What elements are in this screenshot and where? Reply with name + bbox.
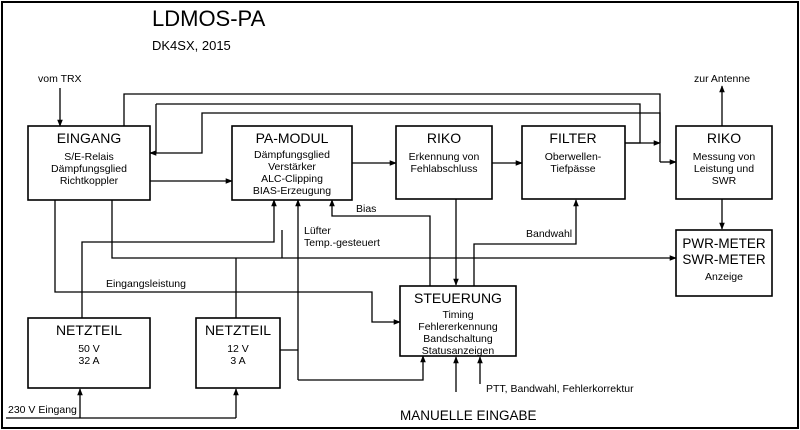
block-netzteil2-line: 12 V: [227, 343, 249, 355]
block-riko2-title: RIKO: [707, 130, 741, 146]
label-bandwahl: Bandwahl: [526, 228, 572, 240]
diagram-subtitle: DK4SX, 2015: [152, 38, 231, 53]
block-riko2-line: Messung von: [693, 151, 756, 163]
block-netzteil1-line: 50 V: [78, 343, 100, 355]
block-netzteil-50v: NETZTEIL 50 V 32 A: [27, 317, 151, 389]
block-eingang-line: S/E-Relais: [64, 151, 114, 163]
label-bias: Bias: [356, 203, 376, 215]
block-riko1-line: Fehlabschluss: [410, 163, 477, 175]
block-netzteil2-title: NETZTEIL: [205, 322, 271, 338]
block-meter-title: PWR-METER: [682, 236, 765, 251]
label-230v-eingang: 230 V Eingang: [8, 404, 77, 416]
block-meter: PWR-METER SWR-METER Anzeige: [675, 229, 773, 297]
block-filter-line: Oberwellen-: [545, 151, 602, 163]
label-zur-antenne: zur Antenne: [694, 73, 750, 85]
block-steuerung: STEUERUNG Timing Fehlererkennung Bandsch…: [399, 285, 517, 357]
block-pa-modul-line: Verstärker: [268, 161, 316, 173]
block-netzteil1-title: NETZTEIL: [56, 322, 122, 338]
wire-50v-pa: [81, 199, 277, 318]
block-netzteil2-line: 3 A: [230, 355, 245, 367]
label-luefter: Lüfter: [304, 225, 331, 237]
block-pa-modul-line: ALC-Clipping: [261, 173, 323, 185]
block-meter-title: SWR-METER: [682, 252, 765, 267]
block-eingang: EINGANG S/E-Relais Dämpfungsglied Richtk…: [27, 125, 151, 201]
block-eingang-line: Dämpfungsglied: [51, 163, 127, 175]
block-filter: FILTER Oberwellen- Tiefpässe: [521, 125, 626, 200]
block-pa-modul-line: BIAS-Erzeugung: [253, 185, 331, 197]
block-riko1-title: RIKO: [427, 130, 461, 146]
block-riko2-line: SWR: [712, 175, 737, 187]
block-steuerung-title: STEUERUNG: [414, 290, 502, 306]
connections: [6, 85, 725, 419]
block-steuerung-line: Timing: [442, 309, 473, 321]
block-riko-fehlabschluss: RIKO Erkennung von Fehlabschluss: [395, 125, 493, 200]
label-vom-trx: vom TRX: [38, 73, 82, 85]
diagram-title: LDMOS-PA: [152, 6, 266, 31]
wire-bias: [329, 199, 431, 286]
block-eingang-line: Richtkoppler: [60, 175, 119, 187]
block-riko1-line: Erkennung von: [409, 151, 480, 163]
block-riko-messung: RIKO Messung von Leistung und SWR: [675, 125, 773, 200]
block-eingang-title: EINGANG: [57, 130, 122, 146]
wire-eingangsleistung: [111, 200, 677, 261]
block-steuerung-line: Statusanzeigen: [422, 345, 495, 357]
block-pa-modul-title: PA-MODUL: [256, 130, 329, 146]
block-riko2-line: Leistung und: [694, 163, 754, 175]
block-meter-line: Anzeige: [705, 271, 743, 283]
block-netzteil1-line: 32 A: [78, 355, 99, 367]
label-eingangsleistung: Eingangsleistung: [106, 278, 186, 290]
block-pa-modul-line: Dämpfungsglied: [254, 149, 330, 161]
wire-eingang-steuerung: [54, 200, 401, 325]
block-filter-title: FILTER: [549, 130, 596, 146]
wire-12v-steuerung: [298, 355, 426, 381]
wire-loop-back-eingang: [149, 104, 157, 156]
block-netzteil-12v: NETZTEIL 12 V 3 A: [195, 317, 281, 389]
label-ptt: PTT, Bandwahl, Fehlerkorrektur: [486, 383, 634, 395]
block-filter-line: Tiefpässe: [550, 163, 595, 175]
block-steuerung-line: Bandschaltung: [423, 333, 493, 345]
wire-bandwahl: [473, 199, 579, 286]
block-steuerung-line: Fehlererkennung: [418, 321, 498, 333]
label-manuelle-eingabe: MANUELLE EINGABE: [400, 408, 537, 423]
block-pa-modul: PA-MODUL Dämpfungsglied Verstärker ALC-C…: [231, 125, 353, 201]
label-luefter-temp: Temp.-gesteuert: [304, 237, 380, 249]
